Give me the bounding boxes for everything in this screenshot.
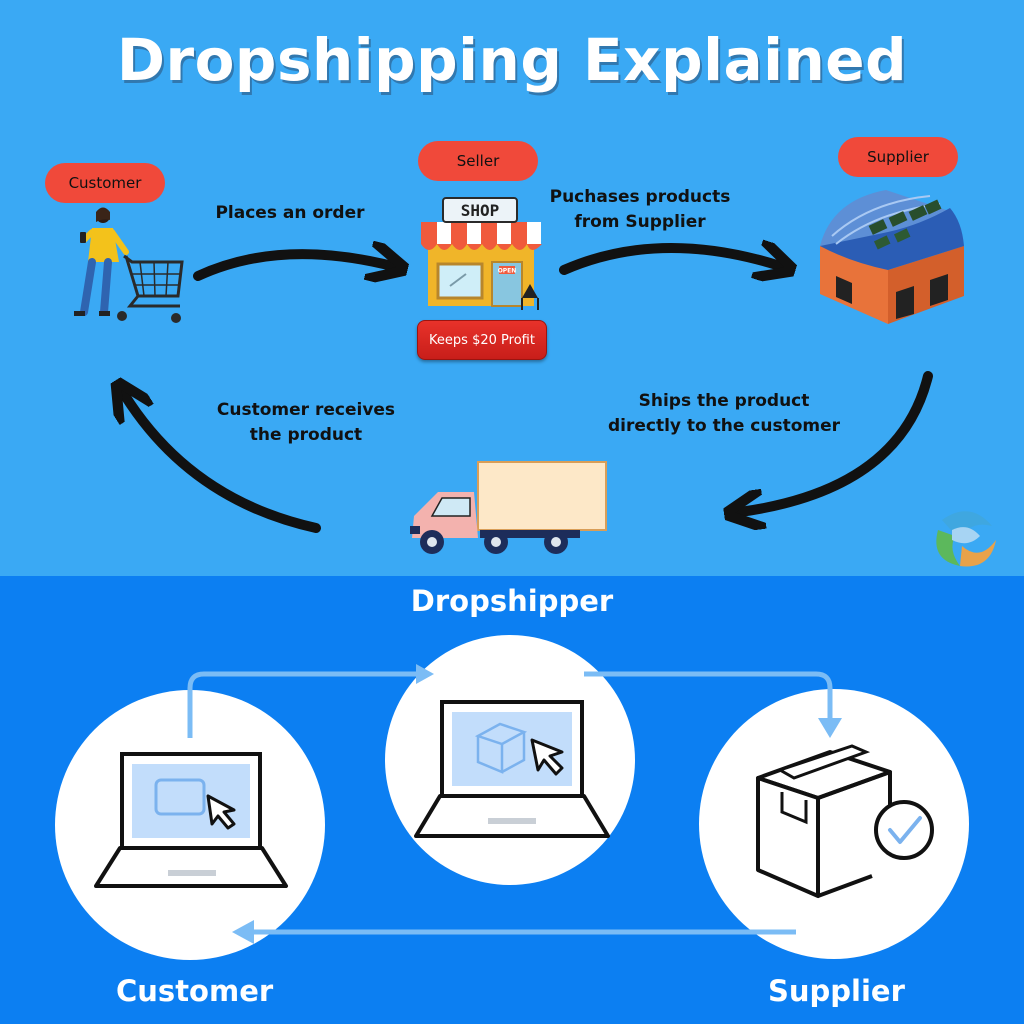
customer-shopping-cart-icon: [74, 207, 184, 323]
warehouse-icon: [820, 190, 965, 324]
supplier-pill: Supplier: [838, 137, 958, 177]
customer-pill: Customer: [45, 163, 165, 203]
step-label-receives: Customer receives the product: [206, 398, 406, 448]
step-label-line: Customer receives: [216, 400, 396, 420]
step-label-line: the product: [249, 425, 363, 445]
shop-sign: SHOP: [461, 201, 500, 220]
step-label-ships: Ships the product directly to the custom…: [606, 389, 842, 439]
profit-badge: Keeps $20 Profit: [417, 320, 547, 360]
flow-arrows: [187, 664, 842, 944]
step-label-line: Ships the product: [638, 391, 810, 411]
step-label-text: Places an order: [215, 203, 365, 223]
step-label-line: Puchases products: [549, 187, 731, 207]
shop-icon: SHOP OPEN: [421, 197, 542, 310]
step-label-places-order: Places an order: [200, 201, 380, 226]
arrow-receives: [124, 394, 321, 533]
supplier-box-circle: [699, 689, 969, 959]
customer-laptop-circle: [55, 690, 325, 960]
arrow-ships: [740, 371, 933, 512]
step-label-line: directly to the customer: [607, 416, 841, 436]
open-sign: OPEN: [498, 268, 517, 275]
seller-pill: Seller: [418, 141, 538, 181]
page-title: Dropshipping Explained: [116, 26, 908, 94]
arrow-places-order: [193, 254, 392, 276]
step-label-line: from Supplier: [574, 212, 706, 232]
step-label-purchases: Puchases products from Supplier: [540, 185, 740, 235]
brand-logo-icon: [936, 511, 996, 567]
delivery-truck-icon: [410, 461, 607, 554]
arrow-purchases: [559, 248, 780, 270]
customer-label: Customer: [116, 974, 274, 1008]
dropshipper-heading: Dropshipper: [410, 584, 614, 618]
dropshipper-laptop-circle: [385, 635, 635, 885]
supplier-label: Supplier: [768, 974, 905, 1008]
